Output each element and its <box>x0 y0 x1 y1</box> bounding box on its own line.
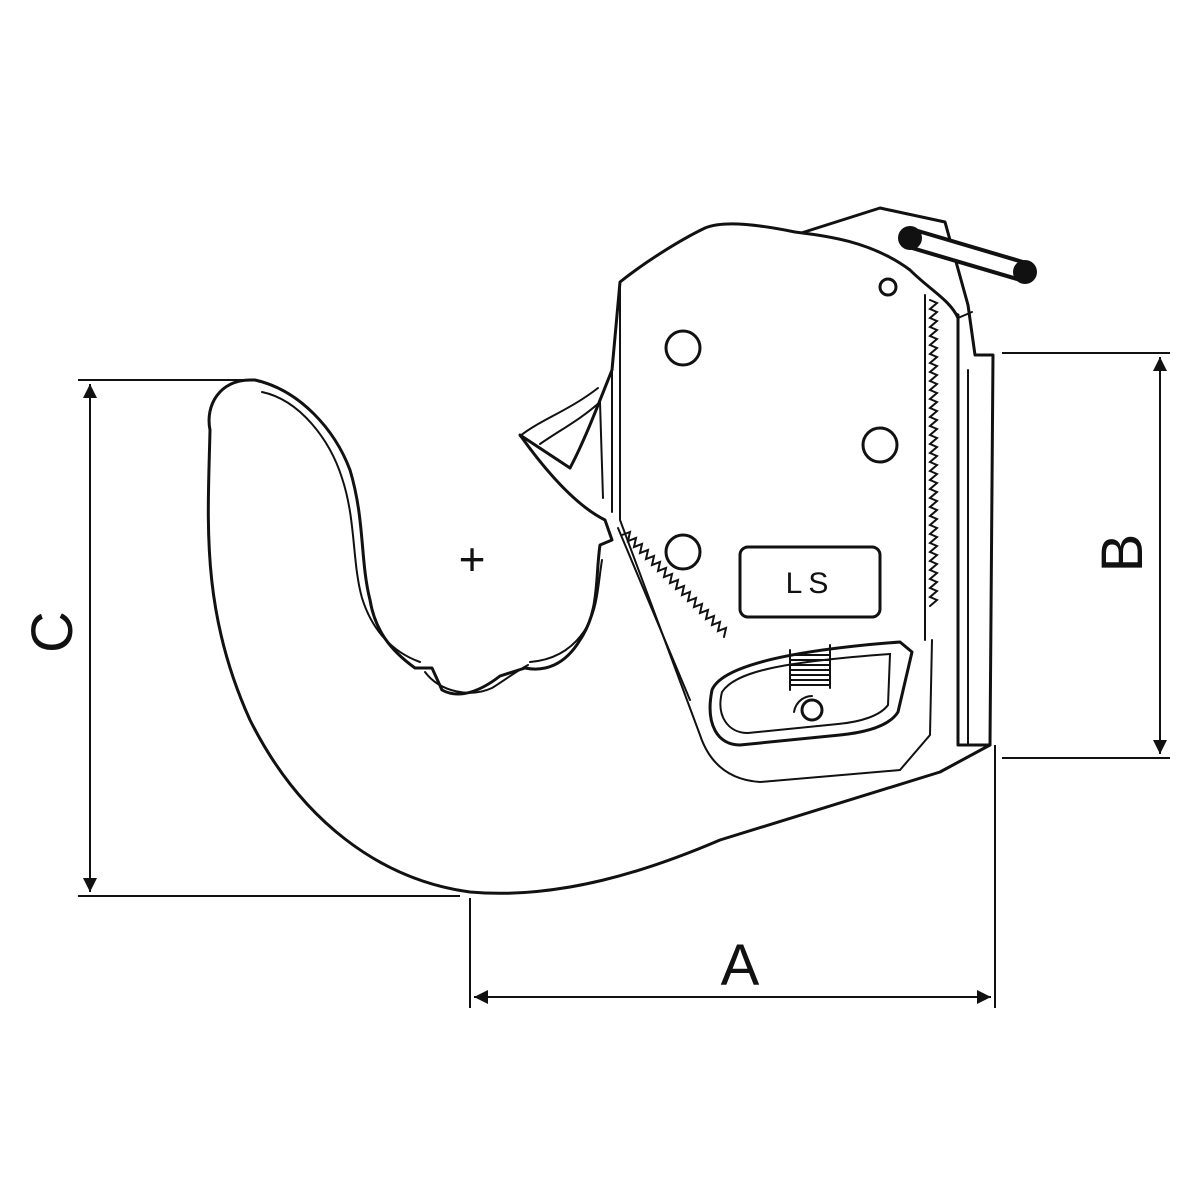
serration-left <box>621 530 728 638</box>
spring-icon <box>789 644 831 691</box>
spring-window <box>708 640 914 747</box>
lever-handle <box>898 226 1037 284</box>
serration-right <box>928 299 939 607</box>
dim-c-label: C <box>20 611 85 653</box>
dim-a-label: A <box>721 933 760 998</box>
mouth-lower-rim <box>529 559 603 663</box>
lever-knob-right <box>1013 260 1037 284</box>
hook-body <box>206 222 992 895</box>
nose-edge <box>519 387 599 437</box>
dimension-b <box>1002 352 1170 759</box>
center-mark: + <box>459 533 486 585</box>
mouth-bottom-rim <box>424 664 529 694</box>
ls-plate-text: LS <box>786 567 835 600</box>
dimension-a <box>469 745 996 1008</box>
spring-pin <box>800 698 824 722</box>
rivet-hole-right <box>861 426 899 464</box>
rivet-hole-bottom-left <box>664 533 702 571</box>
dim-b-label: B <box>1090 534 1155 573</box>
small-hole-top <box>878 277 898 297</box>
dimension-c <box>78 379 460 897</box>
nose-inner-edge <box>539 399 604 499</box>
lever-knob-left <box>898 226 922 250</box>
rivet-holes <box>664 277 899 571</box>
ls-plate: LS <box>738 545 882 619</box>
rivet-hole-top-left <box>664 329 702 367</box>
mouth-rim-line <box>261 391 421 663</box>
side-plate-edge <box>619 281 933 784</box>
serration-left-base <box>617 527 691 701</box>
